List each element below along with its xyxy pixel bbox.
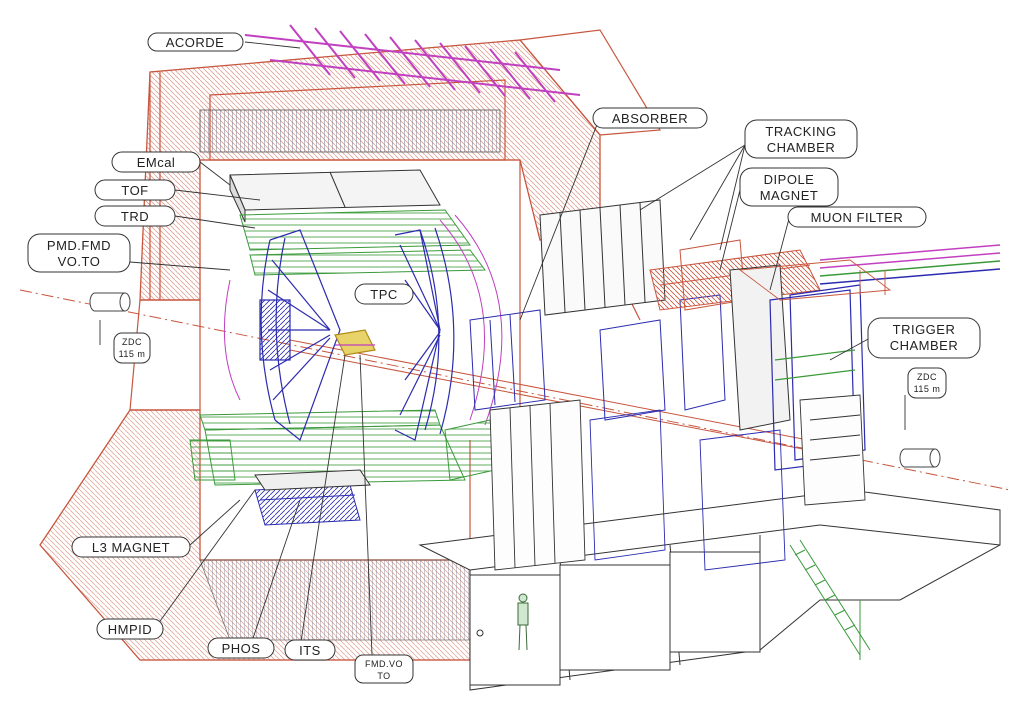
detector-base-modules	[489, 394, 866, 571]
svg-text:PMD.FMD: PMD.FMD	[47, 238, 111, 253]
l3-hatched-panel-bottom	[199, 559, 471, 641]
label-trigger-chamber: TRIGGER CHAMBER	[867, 317, 981, 359]
person-figure	[517, 593, 529, 651]
svg-text:DIPOLE: DIPOLE	[764, 172, 815, 187]
label-tracking-chamber: TRACKING CHAMBER	[744, 119, 858, 159]
svg-text:ZDC: ZDC	[917, 372, 937, 382]
label-tof: TOF	[94, 179, 176, 201]
l3-hatched-panel-top	[199, 109, 501, 153]
svg-text:MUON FILTER: MUON FILTER	[811, 210, 904, 225]
label-phos: PHOS	[207, 637, 275, 659]
tracking-chambers	[539, 199, 726, 421]
svg-text:115 m: 115 m	[119, 349, 146, 359]
its-inner-tracker	[334, 329, 376, 356]
svg-text:115 m: 115 m	[914, 384, 941, 394]
label-tpc: TPC	[354, 283, 414, 305]
svg-text:CHAMBER: CHAMBER	[890, 338, 959, 353]
muon-filter	[729, 264, 791, 431]
svg-text:ZDC: ZDC	[122, 337, 142, 347]
label-emcal: EMcal	[111, 151, 201, 173]
svg-text:TRD: TRD	[121, 209, 149, 224]
label-muon-filter: MUON FILTER	[787, 206, 927, 228]
svg-text:TRACKING: TRACKING	[765, 124, 836, 139]
beam-pipe-extension	[819, 244, 1001, 285]
tpc-endplates	[259, 227, 455, 441]
svg-text:TPC: TPC	[370, 287, 398, 302]
label-trd: TRD	[94, 205, 176, 227]
svg-text:L3 MAGNET: L3 MAGNET	[92, 540, 170, 555]
phos-module	[254, 484, 361, 526]
label-zdc-right: ZDC 115 m	[907, 367, 947, 399]
svg-text:ACORDE: ACORDE	[166, 35, 225, 50]
zdc-right-cylinder	[899, 448, 941, 468]
label-absorber: ABSORBER	[592, 107, 708, 129]
svg-text:VO.TO: VO.TO	[58, 254, 101, 269]
svg-text:CHAMBER: CHAMBER	[767, 140, 836, 155]
trd-tof-layers	[199, 209, 486, 486]
svg-text:PHOS: PHOS	[222, 641, 261, 656]
label-dipole-magnet: DIPOLE MAGNET	[739, 167, 839, 207]
label-hmpid: HMPID	[96, 618, 164, 640]
label-fmd-vo-to: FMD.VO TO	[354, 654, 414, 684]
lower-barrel-detectors	[189, 419, 496, 481]
svg-text:ABSORBER: ABSORBER	[612, 111, 688, 126]
label-acorde: ACORDE	[147, 32, 244, 52]
hmpid-module	[254, 469, 371, 491]
svg-text:TOF: TOF	[121, 183, 148, 198]
label-zdc-left: ZDC 115 m	[113, 332, 151, 364]
svg-text:EMcal: EMcal	[137, 155, 176, 170]
muon-arm-outline	[738, 259, 892, 301]
label-its: ITS	[284, 639, 336, 661]
svg-text:ITS: ITS	[299, 643, 321, 658]
staircase	[789, 539, 871, 660]
svg-text:FMD.VO: FMD.VO	[365, 659, 403, 669]
svg-text:TO: TO	[377, 671, 390, 681]
zdc-left-cylinder	[89, 292, 131, 312]
muon-absorber	[469, 309, 546, 411]
svg-text:TRIGGER: TRIGGER	[893, 322, 956, 337]
label-pmd-fmd: PMD.FMD VO.TO	[27, 233, 131, 273]
acorde-scintillators	[244, 24, 581, 103]
leader-lines	[99, 41, 906, 656]
svg-text:MAGNET: MAGNET	[760, 188, 819, 203]
label-l3-magnet: L3 MAGNET	[71, 536, 191, 558]
svg-text:HMPID: HMPID	[108, 622, 152, 637]
